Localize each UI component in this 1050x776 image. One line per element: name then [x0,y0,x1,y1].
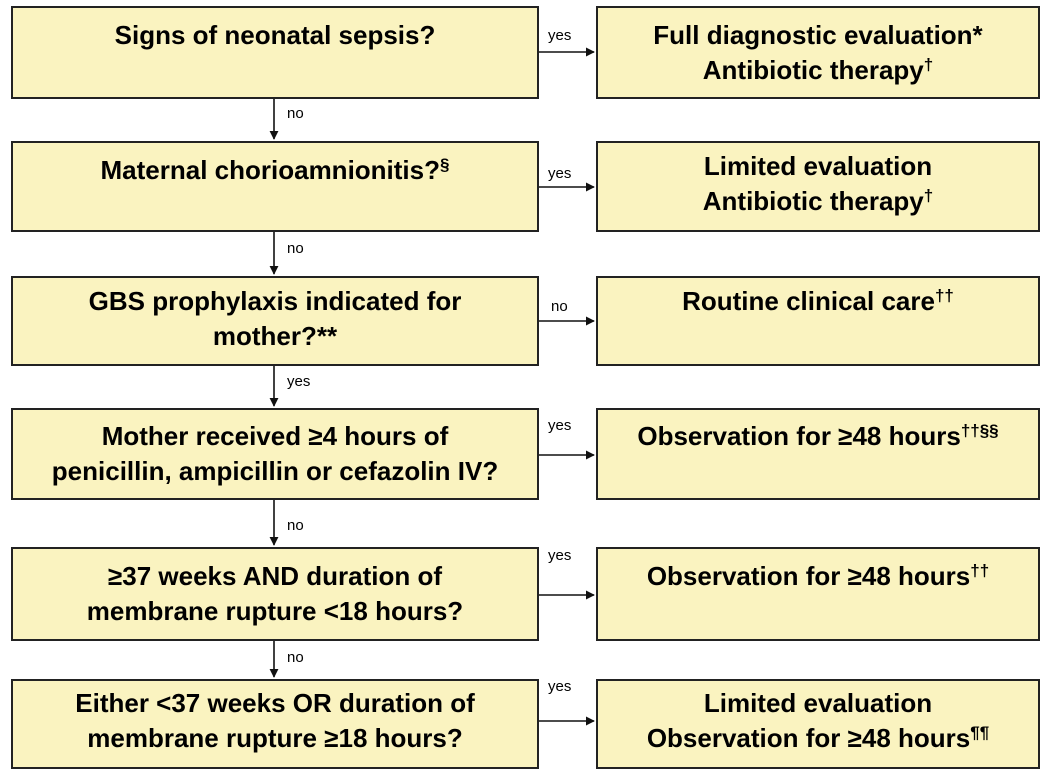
decision-box-preterm-or-prolonged-rupture: Either <37 weeks OR duration of membrane… [11,679,539,769]
box-line: membrane rupture ≥18 hours? [87,723,463,753]
box-line: membrane rupture <18 hours? [86,596,464,626]
box-line: Observation for ≥48 hours†† [646,561,990,591]
decision-box-neonatal-sepsis: Signs of neonatal sepsis? [11,6,539,99]
edge-label-q1-q2: no [287,105,304,122]
action-box-routine-clinical-care: Routine clinical care†† [596,276,1040,366]
action-box-full-diagnostic-evaluation: Full diagnostic evaluation* Antibiotic t… [596,6,1040,99]
decision-box-gestational-age-rupture-short: ≥37 weeks AND duration of membrane ruptu… [11,547,539,641]
box-line: Limited evaluation [703,688,933,718]
box-line: mother?** [212,321,338,351]
decision-box-maternal-antibiotic-duration: Mother received ≥4 hours of penicillin, … [11,408,539,500]
box-line: Antibiotic therapy† [702,186,934,216]
edge-label-q4-q5: no [287,517,304,534]
box-line: Maternal chorioamnionitis?§ [100,155,450,185]
box-line: penicillin, ampicillin or cefazolin IV? [51,456,499,486]
edge-label-q6-a6: yes [548,678,572,695]
decision-box-gbs-prophylaxis: GBS prophylaxis indicated for mother?** [11,276,539,366]
action-box-limited-evaluation-observation: Limited evaluation Observation for ≥48 h… [596,679,1040,769]
box-line: Antibiotic therapy† [702,55,934,85]
edge-label-q2-q3: no [287,240,304,257]
action-box-limited-evaluation-antibiotic: Limited evaluation Antibiotic therapy† [596,141,1040,232]
box-line: Signs of neonatal sepsis? [114,20,436,50]
action-box-observation-48h-a: Observation for ≥48 hours††§§ [596,408,1040,500]
decision-box-maternal-chorioamnionitis: Maternal chorioamnionitis?§ [11,141,539,232]
box-line: Observation for ≥48 hours††§§ [637,421,999,451]
edge-label-q1-a1: yes [548,27,572,44]
box-line: Either <37 weeks OR duration of [75,688,475,718]
edge-label-q5-a5: yes [548,547,572,564]
box-line: Observation for ≥48 hours¶¶ [646,723,990,753]
action-box-observation-48h-b: Observation for ≥48 hours†† [596,547,1040,641]
edge-label-q3-q4: yes [287,373,311,390]
box-line: ≥37 weeks AND duration of [107,561,443,591]
edge-label-q4-a4: yes [548,417,572,434]
box-line: Limited evaluation [703,151,933,181]
box-line: Routine clinical care†† [682,286,954,316]
edge-label-q2-a2: yes [548,165,572,182]
box-line: GBS prophylaxis indicated for [88,286,462,316]
box-line: Mother received ≥4 hours of [101,421,449,451]
box-line: Full diagnostic evaluation* [653,20,983,50]
edge-label-q3-a3: no [551,298,568,315]
edge-label-q5-q6: no [287,649,304,666]
